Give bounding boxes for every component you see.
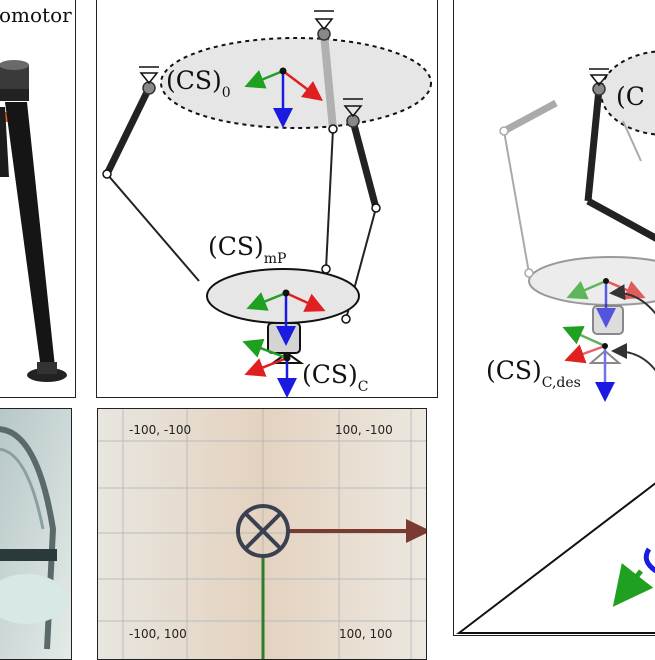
camera-image: [0, 409, 71, 659]
corner-label-top-right: 100, -100: [335, 423, 393, 437]
desired-pose-panel: (C (CS)C,des: [453, 0, 655, 636]
label-desired-frame: (CS): [486, 356, 542, 385]
platform-frame-axes: [246, 289, 326, 346]
base-platform: [160, 37, 432, 129]
label-base-frame: (CS): [166, 66, 222, 95]
svg-text:(CS)C: (CS)C: [302, 360, 368, 395]
camera-image-panel: [0, 408, 72, 660]
label-camera-frame: (CS): [302, 360, 358, 389]
corner-label-bottom-right: 100, 100: [339, 627, 392, 641]
svg-text:(CS)C,des: (CS)C,des: [486, 356, 581, 391]
corner-label-bottom-left: -100, 100: [129, 627, 187, 641]
delta-robot-panel: (CS)0 (CS)mP (CS)C: [96, 0, 438, 398]
camera-view: -100, -100 100, -100 -100, 100 100, 100: [98, 409, 426, 659]
corner-label-top-left: -100, -100: [129, 423, 191, 437]
delta-robot-diagram: (CS)0 (CS)mP (CS)C: [102, 10, 432, 397]
desired-pose-diagram: (C (CS)C,des: [456, 50, 655, 634]
camera-frame-axes: [242, 338, 305, 397]
photo-caption: omotor: [0, 3, 72, 27]
svg-text:(CS)0: (CS)0: [166, 66, 231, 101]
moving-platform: [206, 268, 360, 324]
robot-photo: [0, 0, 75, 397]
svg-text:(CS)mP: (CS)mP: [208, 232, 286, 267]
target-marker: [236, 504, 290, 558]
camera-view-panel: -100, -100 100, -100 -100, 100 100, 100: [97, 408, 427, 660]
base-frame-axes: [244, 67, 323, 128]
upper-arm-right: [349, 120, 380, 209]
label-platform-frame: (CS): [208, 232, 264, 261]
label-partial-frame: (C: [616, 82, 645, 111]
camera-body: [267, 322, 301, 354]
upper-arm-left: [103, 86, 153, 176]
robot-photo-panel: omotor: [0, 0, 76, 398]
